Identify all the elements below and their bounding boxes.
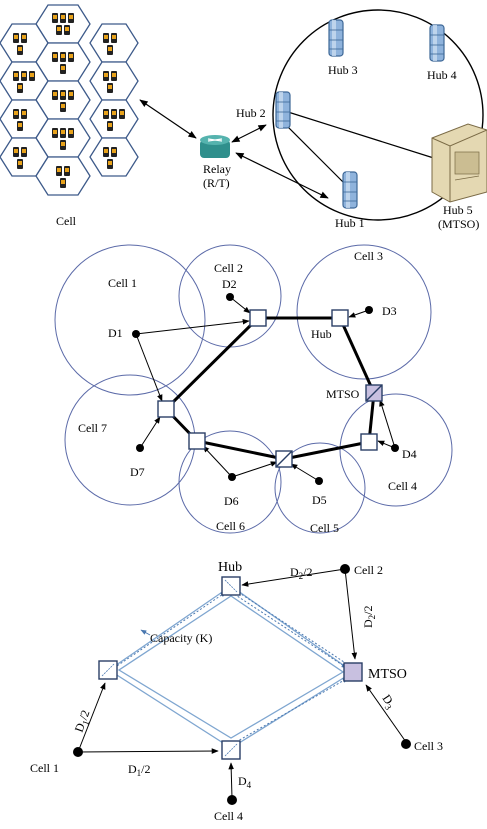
cell4-label: Cell 4 [214,809,243,823]
hub3-label: Hub 3 [328,63,358,77]
node-cell4 [360,433,378,451]
cell-label: Cell 5 [310,521,339,535]
hub-label: Hub [218,560,242,575]
cell1-node [98,660,118,680]
cell-label: Cell 2 [214,261,243,275]
node-cell7 [157,400,175,418]
hub5-label-sub: (MTSO) [438,217,479,231]
capacity-ring [107,585,355,749]
relay-hub2-link [231,124,267,143]
cell4-node [221,740,241,760]
capacity-pointer [140,629,151,636]
hub4-label: Hub 4 [427,68,457,82]
cell-label: Cell 6 [216,519,245,533]
cell-label: Cell 3 [354,249,383,263]
hexagonal-cell-grid [0,4,139,196]
demand-label: D2 [222,277,237,291]
d4-label: D4 [238,774,252,790]
demand-arrows [135,296,396,482]
cell-coverage-circles [54,244,453,534]
capacity-label: Capacity (K) [150,631,212,645]
cell-label: Cell 1 [108,276,137,290]
panel-c-demand-arrows [77,568,407,799]
demand-label: D6 [224,494,239,508]
hex-cell [35,156,91,196]
d1-half-bottom-label: D1/2 [128,762,151,778]
cell-label: Cell 4 [388,479,417,493]
relay-router-icon [200,135,230,158]
cell-3-circle [296,244,432,380]
panel-c-nodes [98,576,363,760]
node-cell6 [188,432,206,450]
d1-half-left-label: D1/2 [72,708,95,735]
d3-label: D3 [378,692,399,712]
hub-label: Hub [311,327,332,341]
hub5-label: Hub 5 [443,203,473,217]
demand-label: D4 [402,447,417,461]
hub2-hub1-link [285,124,347,186]
server-icon [275,91,291,129]
relay-hub1-link [235,152,329,199]
cell-1-circle [54,244,206,396]
node-hub [331,309,349,327]
mtso-node [343,662,363,682]
server-icon [429,24,445,62]
hub1-label: Hub 1 [335,216,365,230]
demand-label: D5 [312,493,327,507]
cell-caption: Cell [56,214,77,228]
demand-label: D7 [130,465,145,479]
cell-5-circle [274,442,366,534]
panel-c-demand-points [73,564,411,805]
relay-label-sub: (R/T) [203,176,230,190]
cell2-label: Cell 2 [354,563,383,577]
demand-label: D1 [108,326,123,340]
panel-b: Cell 1 Cell 2 Cell 3 Cell 4 Cell 5 Cell … [54,244,453,535]
relay-label: Relay [203,162,231,176]
cell-label: Cell 7 [78,421,107,435]
panel-c: Capacity (K) Hub MTSO Cell 2 Ce [30,560,443,823]
mtso-label: MTSO [326,387,360,401]
mtso-label: MTSO [368,667,407,682]
hub2-label: Hub 2 [236,106,266,120]
routing-flows [113,589,351,743]
demand-points [132,293,399,485]
d2-half-top-label: D2/2 [290,565,313,581]
network-nodes [157,309,383,468]
hex-cell [89,137,139,177]
cell1-label: Cell 1 [30,761,59,775]
hub2-mtso-link [287,111,441,161]
server-icon [328,19,344,57]
cell-4-circle [339,393,453,507]
node-cell2 [249,309,267,327]
mtso-server-icon [431,123,487,203]
hub-node [221,576,241,596]
cell-relay-link [139,99,197,139]
panel-a: Cell Relay (R/T) Hub 3 Hub 4 Hub 2 Hub 1 [0,4,487,231]
d2-half-side-label: D2/2 [361,605,377,628]
cell3-label: Cell 3 [414,739,443,753]
hub-ring [272,9,484,221]
demand-label: D3 [382,304,397,318]
server-icon [342,171,358,209]
